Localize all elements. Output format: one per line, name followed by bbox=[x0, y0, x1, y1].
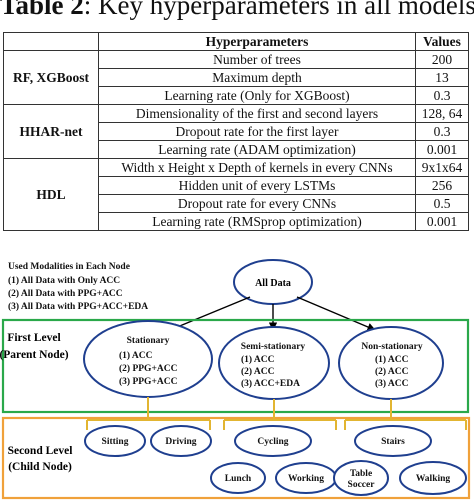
parent-node-item: (1) ACC bbox=[241, 354, 275, 365]
modality-legend: Used Modalities in Each Node (1) All Dat… bbox=[8, 262, 148, 312]
table-header-row: Hyperparameters Values bbox=[3, 32, 469, 51]
arrow-root-nonstationary bbox=[296, 296, 376, 331]
child-node-cycling bbox=[234, 425, 312, 457]
caption-label: Table 2 bbox=[0, 0, 84, 20]
second-level-sublabel: (Child Node) bbox=[8, 461, 72, 473]
root-node-label: All Data bbox=[255, 278, 291, 289]
legend-title: Used Modalities in Each Node bbox=[8, 262, 130, 272]
child-node-label: Cycling bbox=[257, 437, 288, 447]
parent-node-label: Non-stationary bbox=[361, 342, 422, 352]
parent-node-item: (2) ACC bbox=[375, 366, 409, 377]
child-node-label: Working bbox=[288, 474, 324, 484]
first-level-box bbox=[1, 318, 470, 414]
first-level-sublabel: (Parent Node) bbox=[0, 349, 69, 361]
parent-node-item: (1) ACC bbox=[119, 350, 153, 361]
value-cell: 0.3 bbox=[415, 122, 469, 141]
param-cell: Learning rate (RMSprop optimization) bbox=[98, 212, 416, 231]
param-cell: Number of trees bbox=[98, 50, 416, 69]
value-cell: 0.5 bbox=[415, 194, 469, 213]
child-node-label: Walking bbox=[416, 474, 451, 484]
parent-node-label: Stationary bbox=[127, 336, 170, 346]
table-caption: Table 2: Key hyperparameters in all mode… bbox=[0, 0, 474, 22]
child-node-driving bbox=[150, 425, 212, 457]
legend-item: (3) All Data with PPG+ACC+EDA bbox=[8, 301, 148, 312]
param-cell: Dimensionality of the first and second l… bbox=[98, 104, 416, 123]
value-cell: 0.001 bbox=[415, 140, 469, 159]
child-brackets bbox=[86, 397, 467, 430]
first-level-label: First Level bbox=[7, 332, 60, 344]
table-row: Hidden unit of every LSTMs 256 bbox=[4, 176, 469, 195]
child-node-sitting bbox=[84, 425, 146, 457]
child-node-label: Lunch bbox=[225, 474, 252, 484]
parent-node-item: (3) ACC+EDA bbox=[241, 378, 300, 389]
table-row: Dropout rate for the first layer 0.3 bbox=[4, 122, 469, 141]
arrow-root-stationary bbox=[169, 296, 251, 331]
value-cell: 9x1x64 bbox=[415, 158, 469, 177]
second-level-label: Second Level bbox=[8, 445, 73, 457]
second-level-box bbox=[1, 416, 471, 500]
header-hyperparameters: Hyperparameters bbox=[98, 32, 416, 51]
param-cell: Hidden unit of every LSTMs bbox=[98, 176, 416, 195]
caption-text: : Key hyperparameters in all models. bbox=[83, 0, 474, 20]
child-node-label: Soccer bbox=[348, 480, 376, 490]
child-node-label: Stairs bbox=[381, 437, 405, 447]
parent-node-item: (3) PPG+ACC bbox=[119, 376, 178, 387]
param-cell: Dropout rate for the first layer bbox=[98, 122, 416, 141]
child-node-walking bbox=[399, 461, 467, 495]
value-cell: 0.001 bbox=[415, 212, 469, 231]
parent-node-item: (3) ACC bbox=[375, 378, 409, 389]
parent-node-item: (2) PPG+ACC bbox=[119, 363, 178, 374]
hyperparameter-table: Hyperparameters Values RF, XGBoost Numbe… bbox=[3, 32, 469, 231]
child-node-label: Table bbox=[350, 469, 372, 479]
table-row: Learning rate (RMSprop optimization) 0.0… bbox=[4, 212, 469, 231]
child-node-table-soccer bbox=[333, 460, 389, 496]
table-row: RF, XGBoost Number of trees 200 bbox=[3, 50, 469, 105]
table-row: Maximum depth 13 bbox=[4, 68, 469, 87]
param-cell: Dropout rate for every CNNs bbox=[98, 194, 416, 213]
param-cell: Learning rate (ADAM optimization) bbox=[98, 140, 416, 159]
param-cell: Maximum depth bbox=[98, 68, 416, 87]
legend-item: (2) All Data with PPG+ACC bbox=[8, 288, 123, 299]
child-node-lunch bbox=[210, 462, 266, 494]
child-node-label: Driving bbox=[165, 437, 196, 447]
parent-node-item: (2) ACC bbox=[241, 366, 275, 377]
child-node-label: Sitting bbox=[102, 437, 129, 447]
parent-node-label: Semi-stationary bbox=[241, 342, 306, 352]
table-row: Dropout rate for every CNNs 0.5 bbox=[4, 194, 469, 213]
parent-node-item: (1) ACC bbox=[375, 354, 409, 365]
child-node-stairs bbox=[354, 425, 432, 457]
legend-item: (1) All Data with Only ACC bbox=[8, 275, 120, 286]
header-values: Values bbox=[415, 32, 469, 51]
table-row: Learning rate (ADAM optimization) 0.001 bbox=[4, 140, 469, 159]
